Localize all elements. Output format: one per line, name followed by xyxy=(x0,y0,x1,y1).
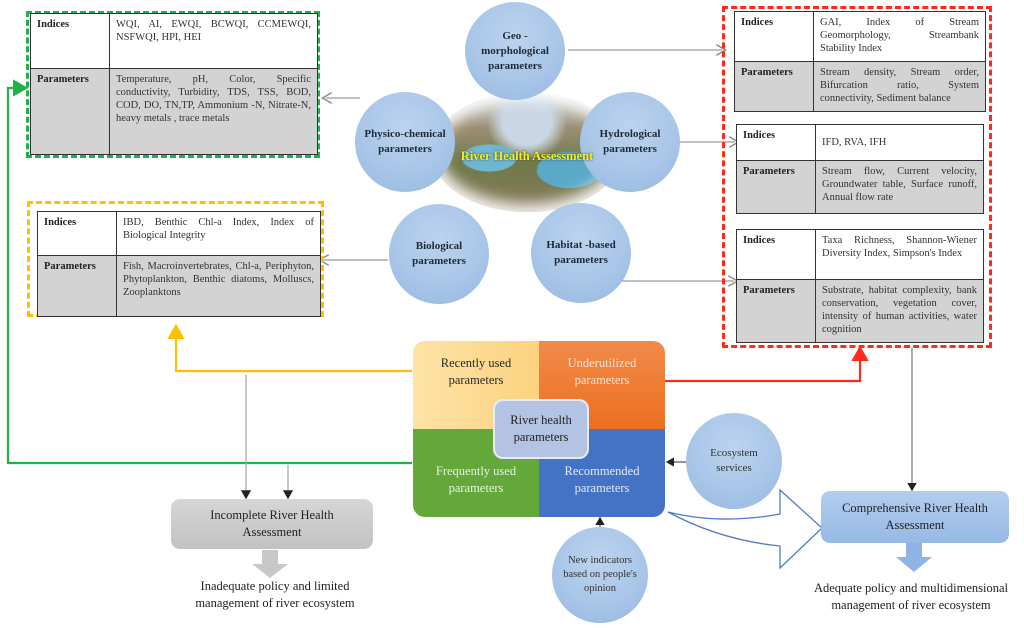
indices-label: Indices xyxy=(736,229,816,280)
comprehensive-result-text: Adequate policy and multidimensional man… xyxy=(813,581,1009,612)
circle-physico-chemical: Physico-chemical parameters xyxy=(355,92,455,192)
parameters-value: Temperature, pH, Color, Specific conduct… xyxy=(109,68,318,155)
quadrant-recommended: Recommended parameters xyxy=(539,429,665,517)
parameters-value: Stream flow, Current velocity, Groundwat… xyxy=(815,160,984,214)
parameters-value: Stream density, Stream order, Bifurcatio… xyxy=(813,61,986,112)
parameters-label: Parameters xyxy=(736,160,816,214)
circle-ecosystem-services: Ecosystem services xyxy=(686,413,782,509)
right-tables-group xyxy=(722,6,992,348)
hydrological-table: Indices IFD, RVA, IFH Parameters Stream … xyxy=(736,124,984,214)
indices-value: Taxa Richness, Shannon-Wiener Diversity … xyxy=(815,229,984,280)
parameters-label: Parameters xyxy=(37,255,117,317)
green-connector xyxy=(6,79,412,465)
river-health-parameters-box: River health parameters xyxy=(493,399,589,459)
habitat-table: Indices Taxa Richness, Shannon-Wiener Di… xyxy=(736,229,984,343)
circle-new-indicators: New indicators based on people's opinion xyxy=(552,527,648,623)
biological-table: Indices IBD, Benthic Chl-a Index, Index … xyxy=(37,211,321,317)
yellow-connector xyxy=(167,323,412,373)
incomplete-result-text: Inadequate policy and limited management… xyxy=(195,579,355,610)
parameters-label: Parameters xyxy=(734,61,814,112)
parameters-label: Parameters xyxy=(736,279,816,343)
gray-down-arrow xyxy=(252,550,288,578)
indices-value: IBD, Benthic Chl-a Index, Index of Biolo… xyxy=(116,211,321,256)
red-connector xyxy=(665,345,869,383)
geomorphological-table: Indices GAI, Index of Stream Geomorpholo… xyxy=(734,11,986,112)
comprehensive-assessment-box: Comprehensive River Health Assessment xyxy=(821,491,1009,543)
circle-biological: Biological parameters xyxy=(389,204,489,304)
indices-value: IFD, RVA, IFH xyxy=(815,124,984,161)
indices-label: Indices xyxy=(30,13,110,69)
center-title: River Health Assessment xyxy=(460,149,594,163)
blue-down-arrow xyxy=(896,543,932,572)
indices-value: GAI, Index of Stream Geomorphology, Stre… xyxy=(813,11,986,62)
indices-label: Indices xyxy=(734,11,814,62)
circle-geomorphological: Geo - morphological parameters xyxy=(465,2,565,100)
physico-chemical-table: Indices WQI, AI, EWQI, BCWQI, CCMEWQI, N… xyxy=(30,13,318,155)
indices-label: Indices xyxy=(736,124,816,161)
circle-hydrological: Hydrological parameters xyxy=(580,92,680,192)
incomplete-assessment-box: Incomplete River Health Assessment xyxy=(171,499,373,549)
circle-habitat: Habitat -based parameters xyxy=(531,203,631,303)
physico-chemical-group xyxy=(26,11,320,158)
parameters-value: Fish, Macroinvertebrates, Chl-a, Periphy… xyxy=(116,255,321,317)
parameters-value: Substrate, habitat complexity, bank cons… xyxy=(815,279,984,343)
parameters-label: Parameters xyxy=(30,68,110,155)
indices-label: Indices xyxy=(37,211,117,256)
indices-value: WQI, AI, EWQI, BCWQI, CCMEWQI, NSFWQI, H… xyxy=(109,13,318,69)
